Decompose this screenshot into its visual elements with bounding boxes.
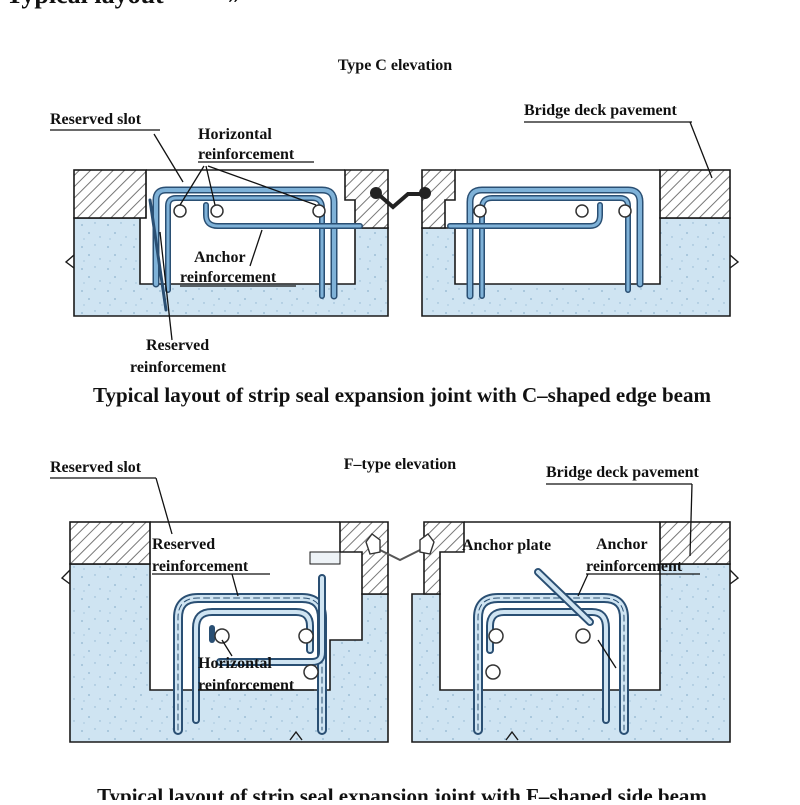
c-label-horizontal-1: Horizontal <box>198 126 272 143</box>
c-label-anchor-1: Anchor <box>194 249 246 266</box>
diagram-c-caption: Typical layout of strip seal expansion j… <box>93 383 711 407</box>
f-label-anchor-2: reinforcement <box>586 558 683 575</box>
f-right-concrete <box>411 563 731 743</box>
diagram-c: Type C elevation <box>50 57 740 407</box>
c-label-anchor-2: reinforcement <box>180 269 277 286</box>
f-strip-seal <box>371 545 429 562</box>
c-label-horizontal-2: reinforcement <box>198 146 295 163</box>
f-label-anchor-1: Anchor <box>596 536 648 553</box>
page-header-mark: » <box>228 0 241 9</box>
f-label-horizontal-2: reinforcement <box>198 677 295 694</box>
c-left-rebars <box>148 186 363 312</box>
c-rebar-dot <box>312 204 326 218</box>
f-right-pavement <box>659 521 731 565</box>
f-right-edge-beam <box>423 521 465 595</box>
diagram-f: F–type elevation <box>50 456 740 805</box>
c-label-reserved-1: Reserved <box>146 337 209 354</box>
c-right-edge-beam <box>421 169 456 229</box>
f-label-bridge-deck: Bridge deck pavement <box>546 464 700 481</box>
c-label-bridge-deck: Bridge deck pavement <box>524 102 678 119</box>
diagram-c-title: Type C elevation <box>338 57 452 74</box>
c-left-pavement <box>73 169 147 219</box>
c-right-rebars <box>447 186 644 300</box>
diagram-f-caption: Typical layout of strip seal expansion j… <box>97 784 707 800</box>
c-rebar-dot <box>173 204 187 218</box>
c-label-reserved-slot: Reserved slot <box>50 111 142 128</box>
f-right-rebars <box>473 568 629 735</box>
f-label-reserved-1: Reserved <box>152 536 215 553</box>
page-header-text: Typical layout <box>6 0 164 9</box>
f-label-reserved-2: reinforcement <box>152 558 249 575</box>
c-label-reserved-2: reinforcement <box>130 359 227 376</box>
f-label-horizontal-1: Horizontal <box>198 655 272 672</box>
f-left-edge-beam <box>339 521 389 595</box>
diagram-f-title: F–type elevation <box>344 456 457 473</box>
c-rebar-dot <box>210 204 224 218</box>
f-label-anchor-plate: Anchor plate <box>462 537 551 554</box>
f-left-pavement <box>69 521 151 565</box>
f-label-reserved-slot: Reserved slot <box>50 459 142 476</box>
f-left-rebars <box>173 574 327 735</box>
c-strip-seal <box>376 192 422 210</box>
c-left-concrete <box>73 217 389 317</box>
c-right-pavement <box>659 169 731 219</box>
f-left-concrete <box>69 563 389 743</box>
